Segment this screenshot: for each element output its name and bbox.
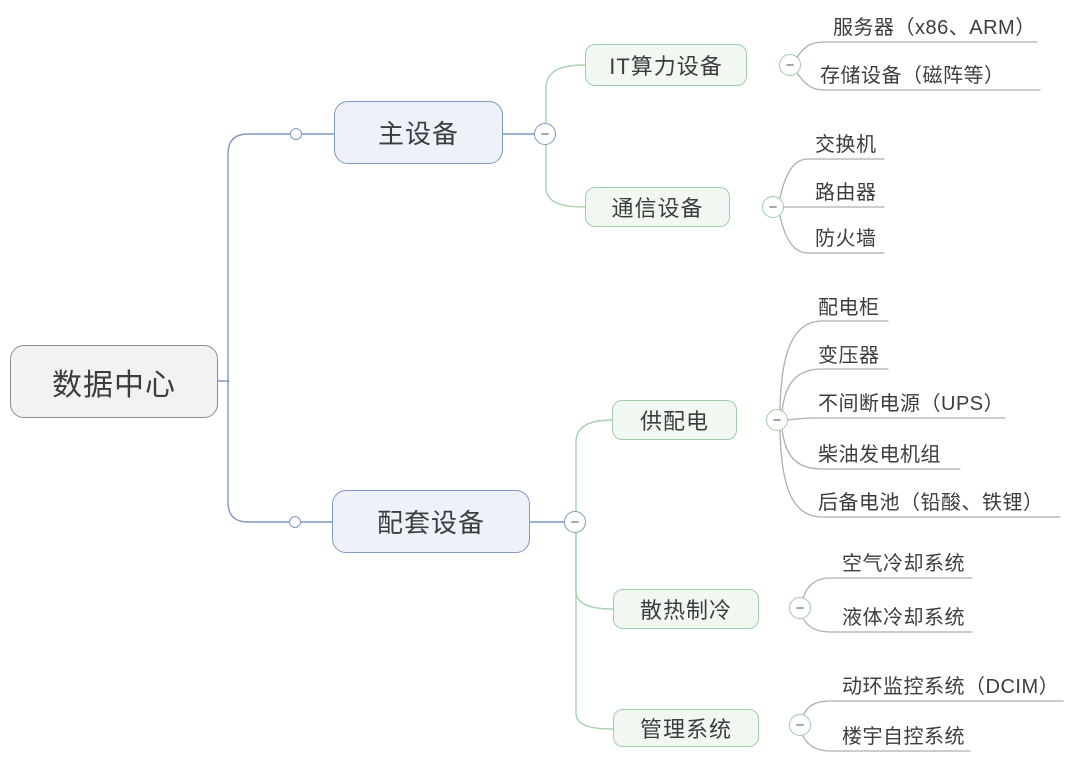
collapse-icon[interactable]: − (789, 597, 811, 619)
connector-supporting-cooling (575, 532, 614, 610)
collapse-icon[interactable]: − (534, 123, 556, 145)
collapse-icon[interactable]: − (766, 409, 788, 431)
connector-main-it (545, 64, 586, 124)
connector-leaf-air-cooling (802, 577, 973, 599)
leaf-dcim[interactable]: 动环监控系统（DCIM） (842, 676, 1060, 698)
connector-leaf-diesel (781, 427, 961, 470)
connector-main-comm (545, 144, 586, 208)
collapse-icon[interactable]: − (789, 714, 811, 736)
connector-leaf-building (802, 735, 971, 752)
node-data-center[interactable]: 数据中心 (10, 345, 218, 418)
connector-supporting-management (575, 532, 614, 730)
collapse-icon[interactable]: − (779, 54, 801, 76)
leaf-ups[interactable]: 不间断电源（UPS） (818, 393, 1005, 415)
branch-handle-icon[interactable] (289, 516, 301, 528)
node-communication[interactable]: 通信设备 (585, 187, 730, 227)
leaf-storage[interactable]: 存储设备（磁阵等） (820, 65, 1005, 87)
leaf-backup-battery[interactable]: 后备电池（铅酸、铁锂） (818, 492, 1044, 514)
leaf-building-automation[interactable]: 楼宇自控系统 (842, 726, 965, 748)
leaf-diesel-generator[interactable]: 柴油发电机组 (818, 444, 941, 466)
node-power-distribution[interactable]: 供配电 (612, 400, 737, 440)
leaf-server[interactable]: 服务器（x86、ARM） (833, 17, 1036, 39)
leaf-router[interactable]: 路由器 (815, 182, 877, 204)
connector-leaf-transformer (781, 368, 889, 413)
connector-supporting-power (575, 419, 613, 512)
connector-leaf-power-cabinet (779, 320, 889, 411)
branch-handle-icon[interactable] (290, 128, 302, 140)
connector-leaf-battery (779, 429, 1061, 518)
connector-leaf-server (796, 41, 1038, 58)
node-main-equipment[interactable]: 主设备 (334, 101, 503, 164)
connector-root-trunk (227, 133, 335, 523)
connector-leaf-ups (787, 417, 1006, 421)
leaf-liquid-cooling[interactable]: 液体冷却系统 (842, 607, 965, 629)
connector-leaf-storage (796, 72, 1041, 91)
connector-leaf-liquid-cooling (802, 617, 973, 633)
node-management[interactable]: 管理系统 (613, 709, 759, 747)
leaf-switch[interactable]: 交换机 (815, 134, 877, 156)
node-cooling[interactable]: 散热制冷 (613, 589, 759, 629)
leaf-firewall[interactable]: 防火墙 (815, 228, 877, 250)
leaf-air-cooling[interactable]: 空气冷却系统 (842, 553, 965, 575)
collapse-icon[interactable]: − (564, 511, 586, 533)
connector-leaf-dcim (802, 700, 1064, 717)
leaf-power-cabinet[interactable]: 配电柜 (818, 297, 880, 319)
connector-leaf-switch (779, 158, 885, 199)
node-it-computing[interactable]: IT算力设备 (585, 44, 747, 86)
collapse-icon[interactable]: − (762, 196, 784, 218)
node-supporting-equipment[interactable]: 配套设备 (332, 490, 530, 553)
connector-leaf-firewall (779, 215, 885, 254)
leaf-transformer[interactable]: 变压器 (818, 345, 880, 367)
